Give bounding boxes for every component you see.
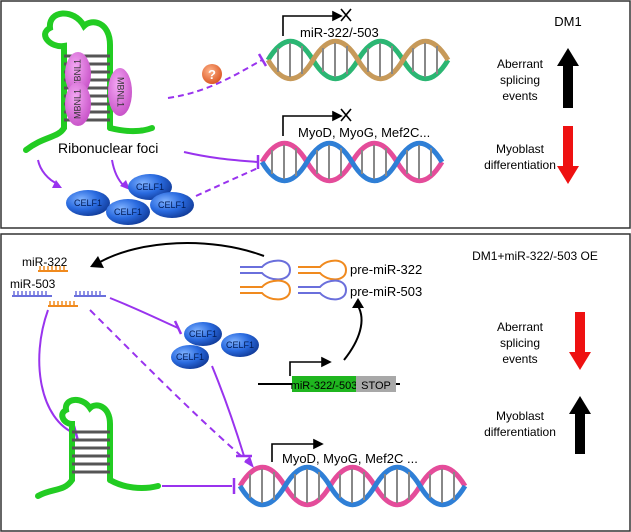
svg-text:CELF1: CELF1 bbox=[136, 182, 164, 192]
transcription-start-blocked bbox=[282, 108, 352, 136]
inhibit-arrow-solid bbox=[183, 151, 259, 163]
aberrant-label-line: splicing bbox=[500, 73, 540, 87]
ribonuclear-foci-label: Ribonuclear foci bbox=[58, 140, 158, 156]
gene-label-myod: MyoD, MyoG, Mef2C ... bbox=[282, 451, 418, 466]
rna-hairpin-top bbox=[23, 10, 155, 153]
dna-helix bbox=[265, 38, 451, 82]
mbnl-protein: MBNL1 bbox=[108, 68, 132, 116]
aberrant-label-line: events bbox=[502, 89, 537, 103]
svg-text:CELF1: CELF1 bbox=[226, 340, 254, 350]
processing-arrow bbox=[99, 242, 265, 263]
pre-mir-hairpin bbox=[240, 259, 348, 301]
condition-label-oe: DM1+miR-322/-503 OE bbox=[472, 249, 598, 263]
mbnl-protein: MBNL1 bbox=[65, 82, 91, 126]
svg-text:CELF1: CELF1 bbox=[74, 198, 102, 208]
gene-label-myod: MyoD, MyoG, Mef2C... bbox=[298, 125, 430, 140]
inhibit-arrow-dashed bbox=[167, 59, 263, 99]
pre-mir503-label: pre-miR-503 bbox=[350, 284, 422, 299]
mir322-strand bbox=[38, 266, 68, 272]
celf1-protein: CELF1 bbox=[184, 322, 222, 346]
mir503-label: miR-503 bbox=[10, 277, 56, 291]
expression-arrow bbox=[343, 305, 363, 361]
svg-text:CELF1: CELF1 bbox=[176, 352, 204, 362]
inhibit-arrow-solid bbox=[38, 309, 77, 435]
aberrant-label-line: Aberrant bbox=[497, 320, 544, 334]
aberrant-label-line: events bbox=[502, 352, 537, 366]
aberrant-label-line: splicing bbox=[500, 336, 540, 350]
myoblast-label-line: Myoblast bbox=[496, 142, 545, 156]
condition-label-dm1: DM1 bbox=[554, 14, 581, 29]
svg-text:CELF1: CELF1 bbox=[189, 329, 217, 339]
up-arrow-icon bbox=[557, 48, 579, 108]
celf1-protein: CELF1 bbox=[106, 199, 150, 225]
myoblast-label-line: Myoblast bbox=[496, 409, 545, 423]
dna-helix bbox=[237, 464, 468, 508]
myoblast-label-line: differentiation bbox=[484, 425, 556, 439]
question-icon: ? bbox=[202, 64, 222, 84]
down-arrow-icon bbox=[569, 312, 591, 370]
mbnl-label: MBNL1 bbox=[116, 77, 126, 107]
activation-arrow bbox=[111, 159, 125, 187]
aberrant-label-line: Aberrant bbox=[497, 57, 544, 71]
myoblast-label-line: differentiation bbox=[484, 158, 556, 172]
inhibit-arrow-solid bbox=[211, 365, 245, 457]
activation-arrow bbox=[37, 159, 59, 185]
mbnl-label: MBNL1 bbox=[72, 59, 82, 89]
dna-helix bbox=[259, 140, 445, 184]
inhibit-arrow-solid bbox=[109, 297, 179, 329]
mir322-label: miR-322 bbox=[22, 255, 68, 269]
transcription-start-arrow bbox=[271, 438, 324, 462]
pre-mir322-label: pre-miR-322 bbox=[350, 262, 422, 277]
construct-gene-label: miR-322/-503 bbox=[291, 380, 358, 392]
svg-text:?: ? bbox=[208, 67, 216, 82]
mbnl-label: MBNL1 bbox=[72, 89, 82, 119]
celf1-protein: CELF1 bbox=[128, 174, 172, 200]
inhibit-arrow-dashed bbox=[195, 167, 259, 197]
rna-hairpin-bottom bbox=[35, 397, 161, 499]
svg-text:CELF1: CELF1 bbox=[114, 207, 142, 217]
inhibit-arrow-dashed bbox=[89, 309, 249, 463]
gene-label-mir: miR-322/-503 bbox=[300, 25, 379, 40]
svg-text:CELF1: CELF1 bbox=[158, 200, 186, 210]
mir503-strand bbox=[12, 291, 52, 297]
up-arrow-icon bbox=[569, 396, 591, 454]
celf1-protein: CELF1 bbox=[66, 190, 110, 216]
bottom-panel-border bbox=[0, 233, 631, 532]
down-arrow-icon bbox=[557, 126, 579, 184]
celf1-protein: CELF1 bbox=[221, 333, 259, 357]
promoter-arrow bbox=[289, 356, 332, 376]
top-panel-border bbox=[0, 0, 631, 229]
rna-stem-rungs-bottom bbox=[72, 430, 110, 474]
construct-gene-box bbox=[292, 376, 356, 392]
mir503-strand bbox=[74, 291, 106, 297]
celf1-protein: CELF1 bbox=[171, 345, 209, 369]
mir322-strand bbox=[48, 301, 78, 307]
construct-stop-box bbox=[356, 376, 396, 392]
construct-stop-label: STOP bbox=[361, 380, 391, 392]
transcription-start-blocked bbox=[282, 8, 352, 36]
celf1-protein: CELF1 bbox=[150, 192, 194, 218]
